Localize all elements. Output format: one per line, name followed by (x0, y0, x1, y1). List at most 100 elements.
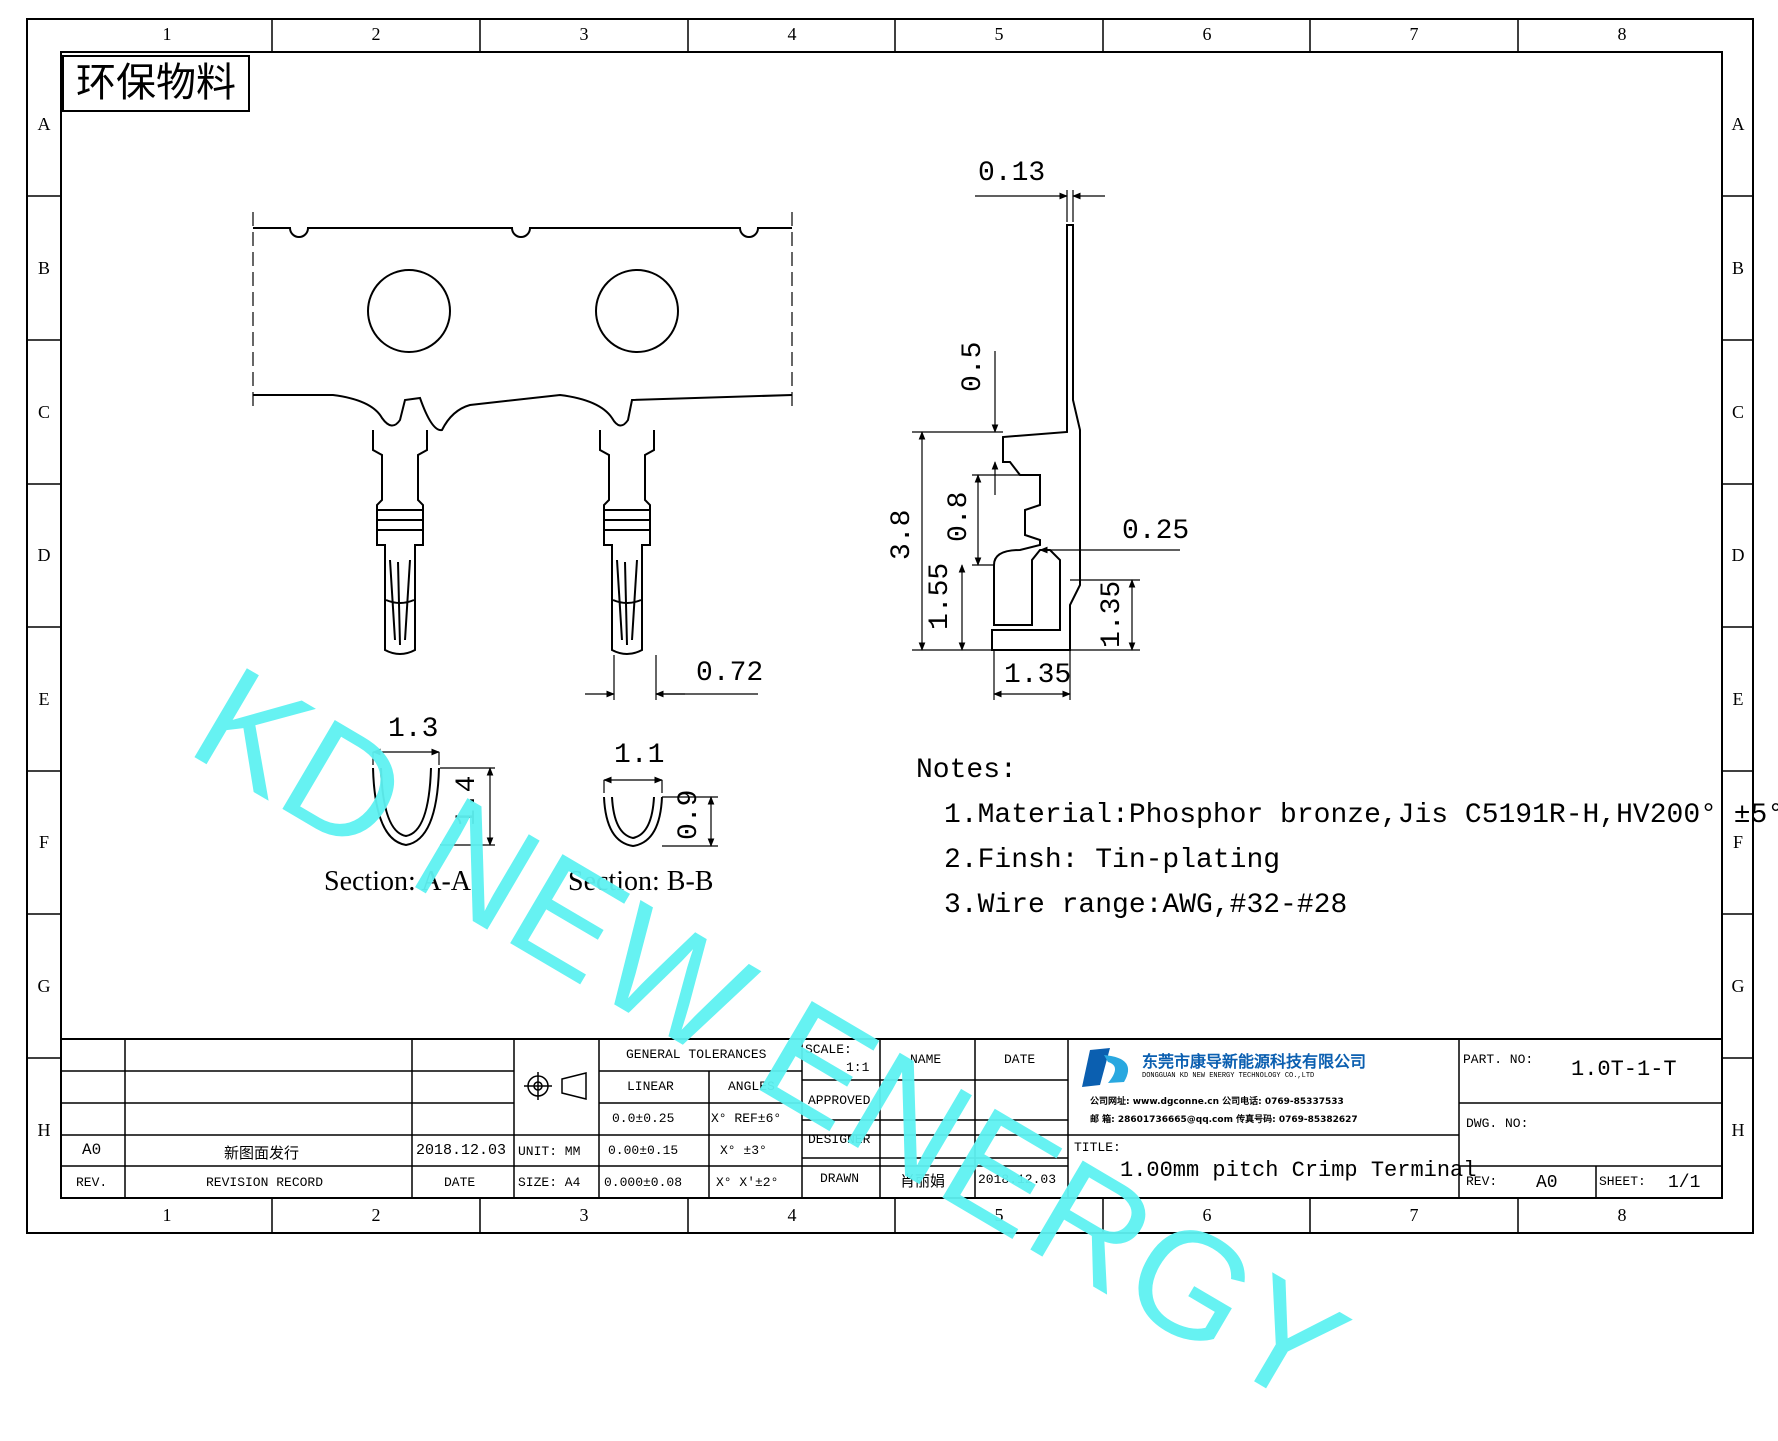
col-label: 1 (162, 1205, 172, 1225)
col-label: 6 (1202, 24, 1212, 44)
dim-label-155: 1.55 (925, 562, 956, 630)
dim-label-11: 1.1 (614, 740, 665, 771)
company-name-cn: 东莞市康导新能源科技有限公司 (1142, 1052, 1367, 1071)
row-label: F (38, 832, 49, 852)
row-label: D (37, 545, 51, 565)
scale-value: 1:1 (846, 1060, 870, 1075)
row-label: H (1731, 1120, 1745, 1140)
dim-label-14: 1.4 (452, 775, 483, 826)
col-label: 1 (162, 24, 172, 44)
drawn-name: 肖丽娟 (900, 1172, 946, 1190)
projection-symbol-icon (524, 1072, 587, 1100)
notes-block: Notes: 1.Material:Phosphor bronze,Jis C5… (916, 748, 1778, 928)
dwg-no-label: DWG. NO: (1466, 1116, 1529, 1131)
col-label: 6 (1202, 1205, 1212, 1225)
row-label: E (1732, 689, 1744, 709)
unit-label: UNIT: MM (518, 1144, 581, 1159)
row-label: C (1731, 402, 1744, 422)
row-label: B (37, 258, 50, 278)
col-label: 8 (1617, 24, 1627, 44)
dim-label-38: 3.8 (887, 509, 918, 560)
dim-label-072: 0.72 (696, 658, 764, 689)
name-header: NAME (910, 1052, 942, 1067)
col-label: 5 (994, 24, 1004, 44)
linear-tol-1: 0.0±0.25 (612, 1111, 675, 1126)
row-label: E (38, 689, 50, 709)
row-label: C (37, 402, 50, 422)
row-label: G (37, 976, 51, 996)
rev-header: REV. (76, 1175, 108, 1190)
row-label: D (1731, 545, 1745, 565)
angles-header: ANGLES (728, 1079, 775, 1094)
scale-label: SCALE: (805, 1042, 852, 1057)
rev-date: 2018.12.03 (416, 1142, 507, 1159)
angle-tol-1: X° REF±6° (711, 1111, 782, 1126)
col-label: 2 (371, 24, 381, 44)
angle-tol-3: X° X'±2° (716, 1175, 779, 1190)
col-label: 5 (994, 1205, 1004, 1225)
sheet-value: 1/1 (1668, 1173, 1701, 1193)
company-contact-2: 邮 箱: 28601736665@qq.com 传真号码: 0769-85382… (1090, 1115, 1358, 1125)
section-b-b (603, 776, 718, 848)
part-no-value: 1.0T-1-T (1571, 1057, 1677, 1082)
terminal-front-view-1 (372, 430, 428, 655)
linear-tol-3: 0.000±0.08 (604, 1175, 683, 1190)
dim-label-025: 0.25 (1122, 516, 1190, 547)
col-label: 7 (1409, 1205, 1419, 1225)
dim-label-09: 0.9 (674, 789, 705, 840)
title-block-grid (61, 1038, 1722, 1198)
part-no-label: PART. NO: (1463, 1052, 1534, 1067)
company-name-en: DONGGUAN KD NEW ENERGY TECHNOLOGY CO.,LT… (1142, 1072, 1315, 1080)
title-label: TITLE: (1074, 1140, 1121, 1155)
dim-label-13: 1.3 (388, 714, 439, 745)
eco-material-badge: 环保物料 (62, 55, 250, 112)
drawn-label: DRAWN (820, 1171, 860, 1186)
general-tolerances-header: GENERAL TOLERANCES (626, 1047, 767, 1062)
row-label: A (37, 114, 51, 134)
dim-label-135-vertical: 1.35 (1097, 580, 1128, 648)
revision-record-header: REVISION RECORD (206, 1175, 324, 1190)
date-header-2: DATE (1004, 1052, 1036, 1067)
rev-value: A0 (1536, 1173, 1558, 1193)
note-item: 3.Wire range:AWG,#32-#28 (944, 890, 1348, 921)
terminal-front-view-2 (599, 430, 655, 655)
drawing-title: 1.00mm pitch Crimp Terminal (1120, 1158, 1477, 1183)
dim-072 (585, 655, 758, 700)
date-header: DATE (444, 1175, 476, 1190)
linear-tol-2: 0.00±0.15 (608, 1143, 679, 1158)
approved-label: APPROVED (808, 1093, 871, 1108)
designer-label: DESIGNER (808, 1132, 871, 1147)
dim-label-05: 0.5 (958, 341, 989, 392)
drawing-canvas (26, 18, 1754, 1234)
sheet-label: SHEET: (1599, 1174, 1646, 1189)
notes-heading: Notes: (916, 755, 1017, 786)
row-label: F (1732, 832, 1743, 852)
col-label: 7 (1409, 24, 1419, 44)
row-label: A (1731, 114, 1745, 134)
col-label: 2 (371, 1205, 381, 1225)
section-b-b-caption: Section: B-B (568, 866, 714, 897)
dim-label-013: 0.13 (978, 158, 1046, 189)
company-contact-1: 公司网址: www.dgconne.cn 公司电话: 0769-85337533 (1090, 1097, 1344, 1107)
note-item: 2.Finsh: Tin-plating (944, 845, 1281, 876)
row-label: H (37, 1120, 51, 1140)
size-label: SIZE: A4 (518, 1175, 581, 1190)
drawing-frame (26, 18, 1754, 1234)
rev-code: A0 (82, 1141, 102, 1159)
note-item: 1.Material:Phosphor bronze,Jis C5191R-H,… (944, 800, 1778, 831)
col-label: 4 (787, 24, 797, 44)
dim-label-135-horizontal: 1.35 (1004, 660, 1072, 691)
col-label: 3 (579, 1205, 589, 1225)
terminal-side-view (991, 224, 1081, 651)
col-label: 3 (579, 24, 589, 44)
side-view-dimensions (912, 190, 1180, 700)
dim-label-08: 0.8 (944, 491, 975, 542)
angle-tol-2: X° ±3° (720, 1143, 767, 1158)
drawn-date: 2018.12.03 (978, 1172, 1057, 1187)
col-label: 8 (1617, 1205, 1627, 1225)
section-a-a (372, 748, 495, 847)
section-a-a-caption: Section: A-A (324, 866, 471, 897)
rev-label: REV: (1466, 1174, 1498, 1189)
rev-text: 新图面发行 (224, 1144, 300, 1162)
carrier-strip (252, 212, 793, 432)
